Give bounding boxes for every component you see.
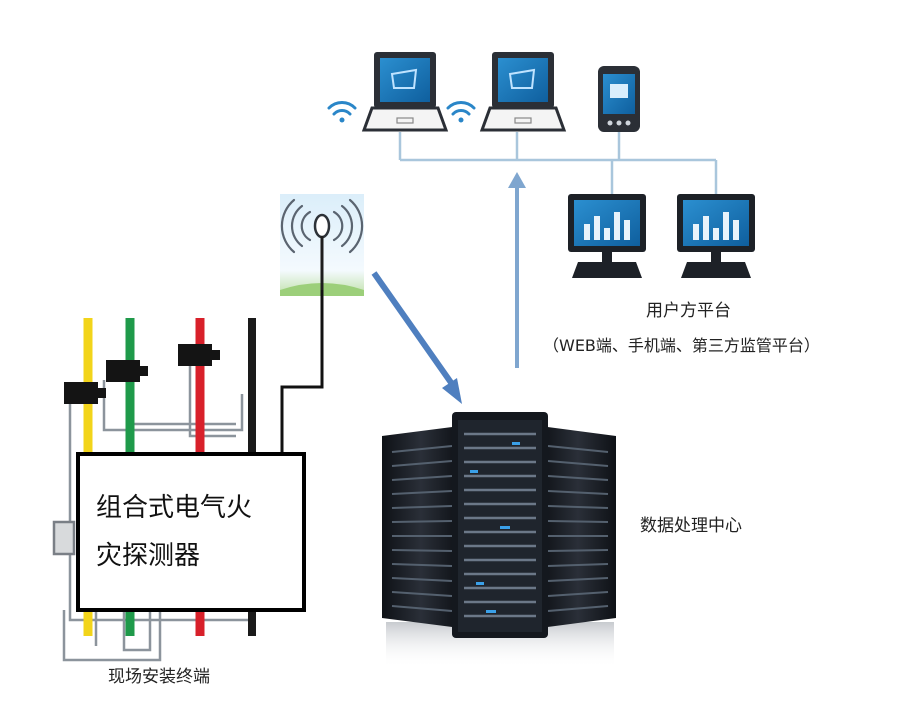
- wifi-icon: [446, 101, 476, 123]
- antenna-cable: [280, 290, 324, 455]
- detector-label-line2: 灾探测器: [96, 541, 201, 571]
- monitor-icon: [568, 194, 646, 278]
- laptop-icon: [361, 52, 449, 132]
- user-platform-detail: （WEB端、手机端、第三方监管平台）: [543, 336, 820, 355]
- detector-box: 组合式电气火 灾探测器: [76, 452, 306, 612]
- transmit-arrow: [371, 271, 462, 404]
- server-rack-icon: [382, 412, 616, 668]
- wifi-icon: [327, 101, 357, 123]
- monitor-icon: [677, 194, 755, 278]
- phone-icon: [598, 66, 640, 132]
- site-terminal-label: 现场安装终端: [108, 667, 210, 687]
- upload-arrow: [508, 172, 526, 368]
- antenna-icon: [280, 194, 364, 296]
- network-lines: [398, 132, 718, 195]
- user-platform-label: 用户方平台: [646, 301, 731, 321]
- laptop-icon: [479, 52, 567, 132]
- current-sensor-icon: [64, 382, 106, 404]
- data-center-label: 数据处理中心: [640, 516, 742, 536]
- detector-label-line1: 组合式电气火: [96, 493, 253, 523]
- current-sensor-icon: [106, 360, 148, 382]
- current-sensor-icon: [178, 344, 220, 366]
